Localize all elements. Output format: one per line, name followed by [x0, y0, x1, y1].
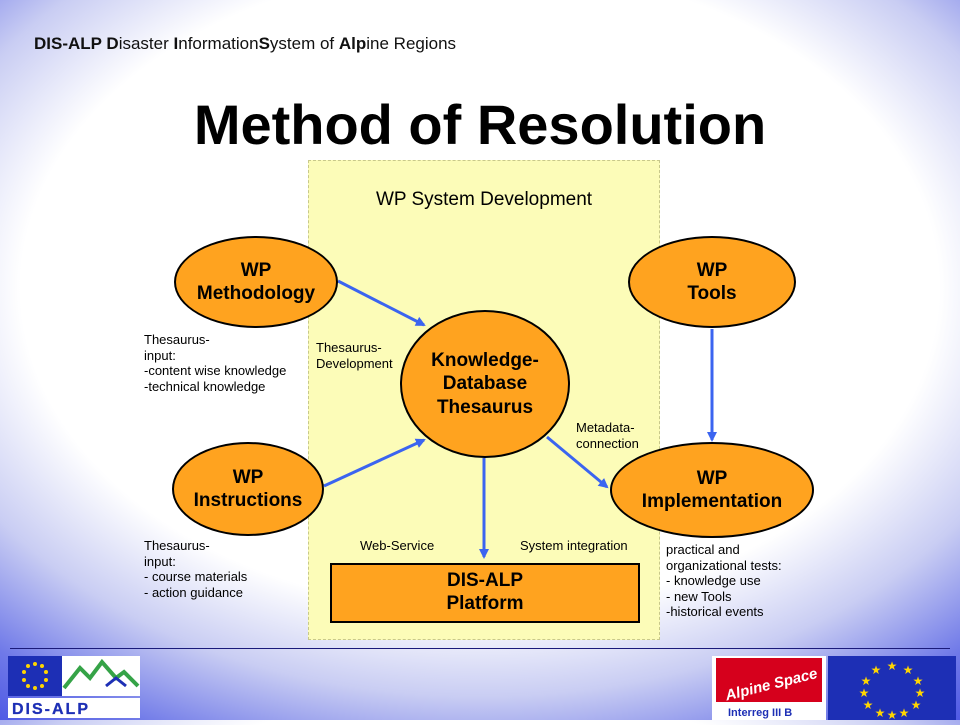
svg-text:★: ★	[863, 698, 874, 712]
header-part: S	[258, 34, 270, 53]
thesaurus-input-note-2: Thesaurus- input: - course materials - a…	[144, 538, 247, 600]
arrow-methodology-to-knowledge	[337, 279, 426, 327]
wp-instructions-node: WP Instructions	[172, 442, 324, 536]
wp-implementation-line2: Implementation	[641, 491, 783, 512]
wp-implementation-line1: WP	[696, 467, 728, 489]
wp-methodology-line1: WP	[240, 259, 272, 281]
tests-note: practical and organizational tests: - kn…	[666, 542, 782, 620]
wp-instructions-line1: WP	[232, 466, 264, 488]
dis-alp-text-logo: DIS-ALP	[8, 698, 140, 718]
dis-alp-platform-node: DIS-ALP Platform	[330, 563, 640, 623]
svg-text:★: ★	[913, 674, 924, 688]
mountain-icon	[62, 658, 140, 690]
interreg-text: Interreg III B	[728, 707, 792, 719]
eu-flag-small-logo	[8, 656, 62, 696]
svg-text:★: ★	[911, 698, 922, 712]
header-part: ine Regions	[366, 34, 457, 53]
note-line: - action guidance	[144, 584, 244, 600]
wp-implementation-node: WP Implementation	[610, 442, 814, 538]
alpine-space-badge	[716, 658, 822, 702]
note-line: Thesaurus-	[316, 340, 382, 355]
knowledge-database-node: Knowledge- Database Thesaurus	[400, 310, 570, 458]
note-line: -historical events	[666, 604, 764, 620]
wp-tools-line1: WP	[696, 259, 728, 281]
header-title: DIS-ALP Disaster InformationSystem of Al…	[34, 34, 456, 54]
svg-text:★: ★	[871, 663, 882, 677]
thesaurus-development-note: Thesaurus- Development	[316, 340, 393, 371]
arrow-instructions-to-knowledge	[323, 438, 426, 488]
note-line: connection	[576, 435, 639, 451]
alpine-space-mark: Alpine Space Interreg III B	[716, 658, 822, 719]
svg-text:★: ★	[861, 674, 872, 688]
header-part: I	[173, 34, 179, 53]
knowledge-line1: Knowledge-	[431, 350, 539, 372]
wp-methodology-line2: Methodology	[196, 283, 316, 304]
footer-divider	[10, 648, 950, 649]
svg-text:★: ★	[899, 706, 910, 720]
eu-stars-icon	[22, 662, 48, 690]
header-part: D	[106, 34, 119, 53]
svg-text:★: ★	[859, 686, 870, 700]
note-line: Metadata-	[576, 420, 635, 435]
note-line: -content wise knowledge	[144, 363, 287, 379]
arrow-knowledge-to-implementation	[546, 435, 609, 489]
header-part: isaster	[118, 34, 174, 53]
header-part: nformation	[178, 34, 259, 53]
wp-methodology-node: WP Methodology	[174, 236, 338, 328]
svg-text:★: ★	[903, 663, 914, 677]
note-line: - course materials	[144, 569, 248, 585]
platform-line2: Platform	[446, 593, 524, 614]
slide-title: Method of Resolution	[193, 93, 767, 156]
web-service-label: Web-Service	[360, 538, 435, 553]
note-line: Thesaurus-	[144, 332, 210, 347]
svg-text:★: ★	[887, 659, 898, 673]
wp-tools-node: WP Tools	[628, 236, 796, 328]
system-integration-label: System integration	[520, 538, 628, 553]
thesaurus-input-note-1: Thesaurus- input: -content wise knowledg…	[144, 332, 286, 394]
header-part: DIS-ALP	[34, 34, 107, 53]
wp-instructions-line2: Instructions	[193, 490, 303, 511]
svg-text:★: ★	[875, 706, 886, 720]
dis-alp-wordmark: DIS-ALP	[12, 701, 90, 718]
alpine-space-logo: Alpine Space Interreg III B	[712, 656, 826, 720]
wp-tools-line2: Tools	[687, 283, 737, 304]
note-line: practical and	[666, 542, 740, 557]
header-part: ystem of	[269, 34, 339, 53]
note-line: Thesaurus-	[144, 538, 210, 553]
svg-text:★: ★	[915, 686, 926, 700]
note-line: input:	[144, 553, 176, 569]
metadata-connection-note: Metadata- connection	[576, 420, 639, 451]
note-line: - knowledge use	[666, 573, 761, 589]
note-line: organizational tests:	[666, 557, 782, 573]
dis-alp-mountain-logo	[62, 656, 140, 696]
note-line: -technical knowledge	[144, 378, 266, 394]
platform-line1: DIS-ALP	[447, 570, 523, 592]
note-line: input:	[144, 347, 176, 363]
dis-alp-wordmark-text: DIS-ALP	[12, 701, 90, 718]
svg-text:★: ★	[887, 708, 898, 720]
note-line: - new Tools	[666, 588, 732, 604]
panel-title: WP System Development	[375, 189, 593, 210]
eu-flag-logo: ★★★ ★★★ ★★★ ★★★	[828, 656, 956, 722]
header-part: Alp	[338, 34, 367, 53]
eu-stars-large-icon: ★★★ ★★★ ★★★ ★★★	[859, 659, 926, 722]
knowledge-line3: Thesaurus	[436, 396, 534, 418]
knowledge-line2: Database	[442, 373, 528, 395]
note-line: Development	[316, 355, 393, 371]
